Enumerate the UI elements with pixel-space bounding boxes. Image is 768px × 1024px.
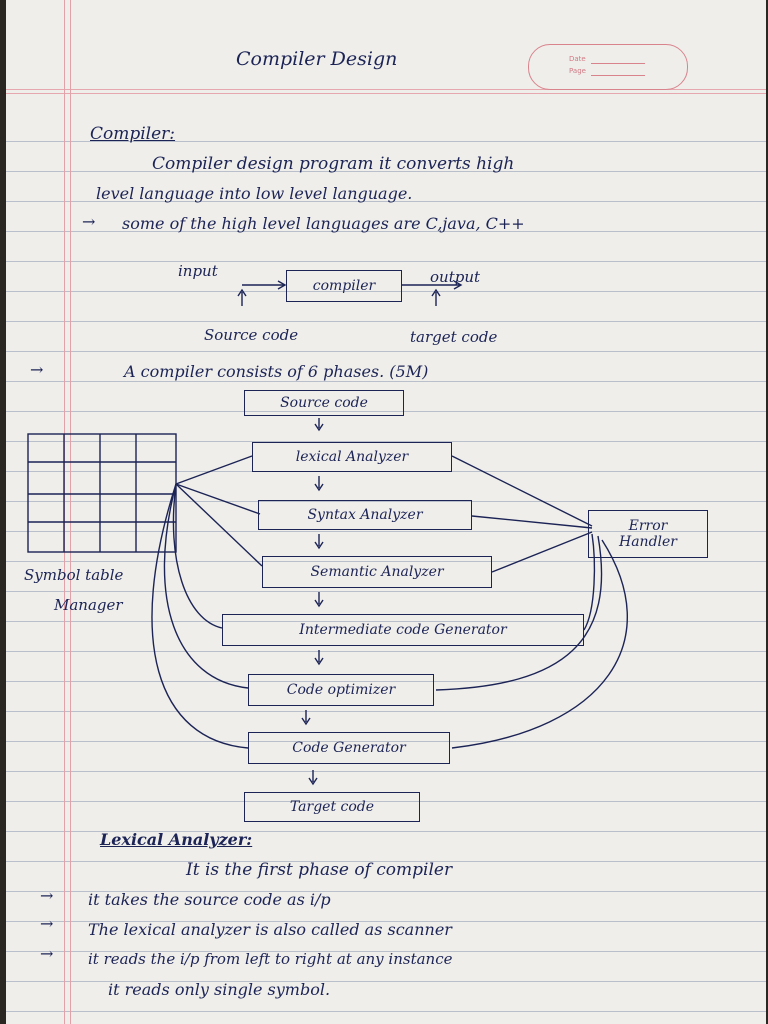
lexical-def-line1: It is the first phase of compiler xyxy=(186,860,453,880)
io-output-label: output xyxy=(430,268,481,286)
arrow-bullet-icon: → xyxy=(40,914,54,933)
phase-source-code: Source code xyxy=(244,390,404,416)
phase-semantic-analyzer: Semantic Analyzer xyxy=(262,556,492,588)
phase-lexical-analyzer: lexical Analyzer xyxy=(252,442,452,472)
symbol-table-label: Symbol table xyxy=(24,566,124,584)
io-input-label: input xyxy=(178,262,218,280)
phase-code-optimizer: Code optimizer xyxy=(248,674,434,706)
compiler-def-line2: level language into low level language. xyxy=(96,184,413,203)
error-handler-box: Error Handler xyxy=(588,510,708,558)
input-arrowhead xyxy=(277,280,287,290)
notebook-page: Compiler Design Date Page Compiler: Comp… xyxy=(6,0,766,1024)
header-rule-1 xyxy=(6,89,766,90)
lexical-bullet3: it reads the i/p from left to right at a… xyxy=(88,950,453,968)
page-header-band xyxy=(6,0,766,110)
source-up-arrow xyxy=(237,288,247,306)
header-rule-2 xyxy=(6,93,766,94)
symbol-table-manager-label: Manager xyxy=(54,596,123,614)
phases-diagram xyxy=(27,280,628,786)
date-page-stamp: Date Page xyxy=(528,44,688,90)
arrow-bullet-icon: → xyxy=(82,212,96,231)
phase-syntax-analyzer: Syntax Analyzer xyxy=(258,500,472,530)
phase-intermediate-code-generator: Intermediate code Generator xyxy=(222,614,584,646)
stamp-page-label: Page xyxy=(569,67,586,75)
phase-code-generator: Code Generator xyxy=(248,732,450,764)
lexical-bullet1: it takes the source code as i/p xyxy=(88,890,331,909)
arrow-bullet-icon: → xyxy=(40,886,54,905)
compiler-box: compiler xyxy=(286,270,402,302)
phase-target-code: Target code xyxy=(244,792,420,822)
symbol-table-grid xyxy=(27,433,177,553)
compiler-def-line1: Compiler design program it converts high xyxy=(152,154,515,174)
target-up-arrow xyxy=(431,288,441,306)
error-handler-line2: Handler xyxy=(619,534,677,550)
compiler-heading: Compiler: xyxy=(90,124,176,144)
lexical-last-line: it reads only single symbol. xyxy=(108,980,331,999)
lexical-analyzer-heading: Lexical Analyzer: xyxy=(100,830,253,849)
io-source-label: Source code xyxy=(204,326,299,344)
lexical-bullet2: The lexical analyzer is also called as s… xyxy=(88,920,452,939)
stamp-date-line xyxy=(591,63,645,64)
margin-line-2 xyxy=(70,0,71,1024)
output-arrowhead xyxy=(453,280,463,290)
stamp-page-line xyxy=(591,75,645,76)
arrow-bullet-icon: → xyxy=(30,360,44,379)
page-title: Compiler Design xyxy=(236,48,398,70)
stamp-date-label: Date xyxy=(569,55,586,63)
arrow-bullet-icon: → xyxy=(40,944,54,963)
io-target-label: target code xyxy=(410,328,498,346)
languages-bullet: some of the high level languages are C,j… xyxy=(122,214,525,233)
error-handler-line1: Error xyxy=(628,518,668,534)
phases-intro: A compiler consists of 6 phases. (5M) xyxy=(124,362,429,381)
